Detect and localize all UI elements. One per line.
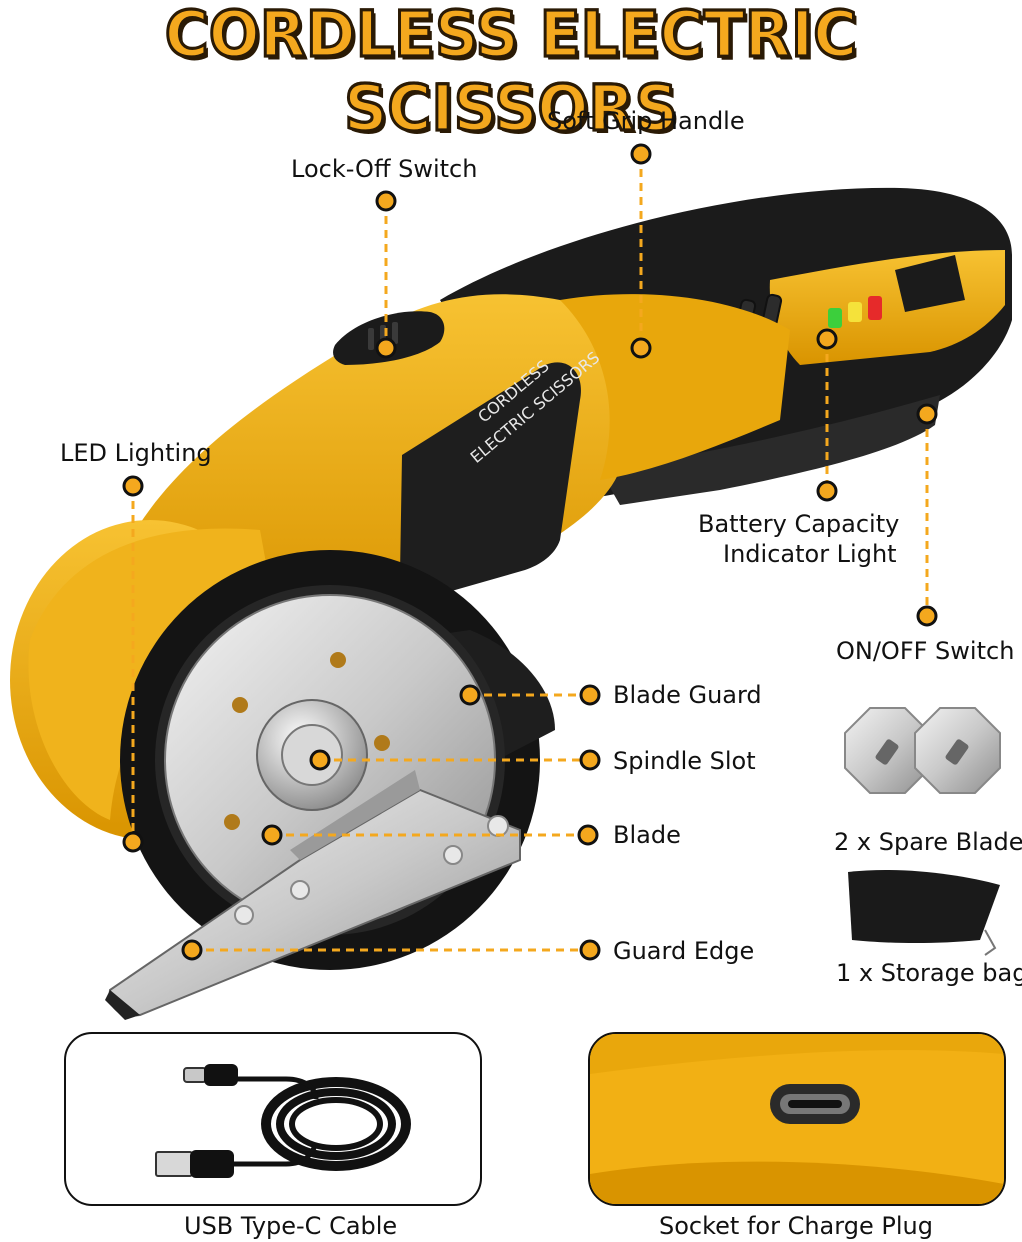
cable-panel [64, 1032, 482, 1206]
battery-indicator-lights [828, 296, 882, 328]
callout-guard-edge: Guard Edge [613, 937, 755, 965]
callout-blade: Blade [613, 821, 681, 849]
callout-led: LED Lighting [60, 439, 212, 467]
cable-panel-label: USB Type-C Cable [184, 1212, 398, 1240]
guard-foot-shape [105, 770, 521, 1020]
page-title: CORDLESS ELECTRIC SCISSORS [163, 0, 859, 147]
callout-on-off: ON/OFF Switch [836, 637, 1015, 665]
storage-bag-icon [848, 869, 1000, 956]
callout-soft-grip: Soft Grip Handle [547, 107, 745, 135]
usb-cable-icon [155, 1064, 411, 1178]
storage-bag-label: 1 x Storage bag [836, 959, 1022, 987]
callout-battery-line1: Battery Capacity [698, 510, 900, 538]
callout-battery-line2: Indicator Light [723, 540, 897, 568]
spare-blade-label: 2 x Spare Blade [834, 828, 1022, 856]
spare-blade-icons [844, 707, 1001, 794]
callout-spindle: Spindle Slot [613, 747, 756, 775]
callout-lock-off: Lock-Off Switch [291, 155, 478, 183]
callout-lines [131, 155, 929, 952]
callout-blade-guard: Blade Guard [613, 681, 762, 709]
socket-panel-label: Socket for Charge Plug [659, 1212, 933, 1240]
charge-socket-icon [590, 1034, 1004, 1204]
socket-panel [588, 1032, 1006, 1206]
callout-dots [122, 143, 938, 961]
